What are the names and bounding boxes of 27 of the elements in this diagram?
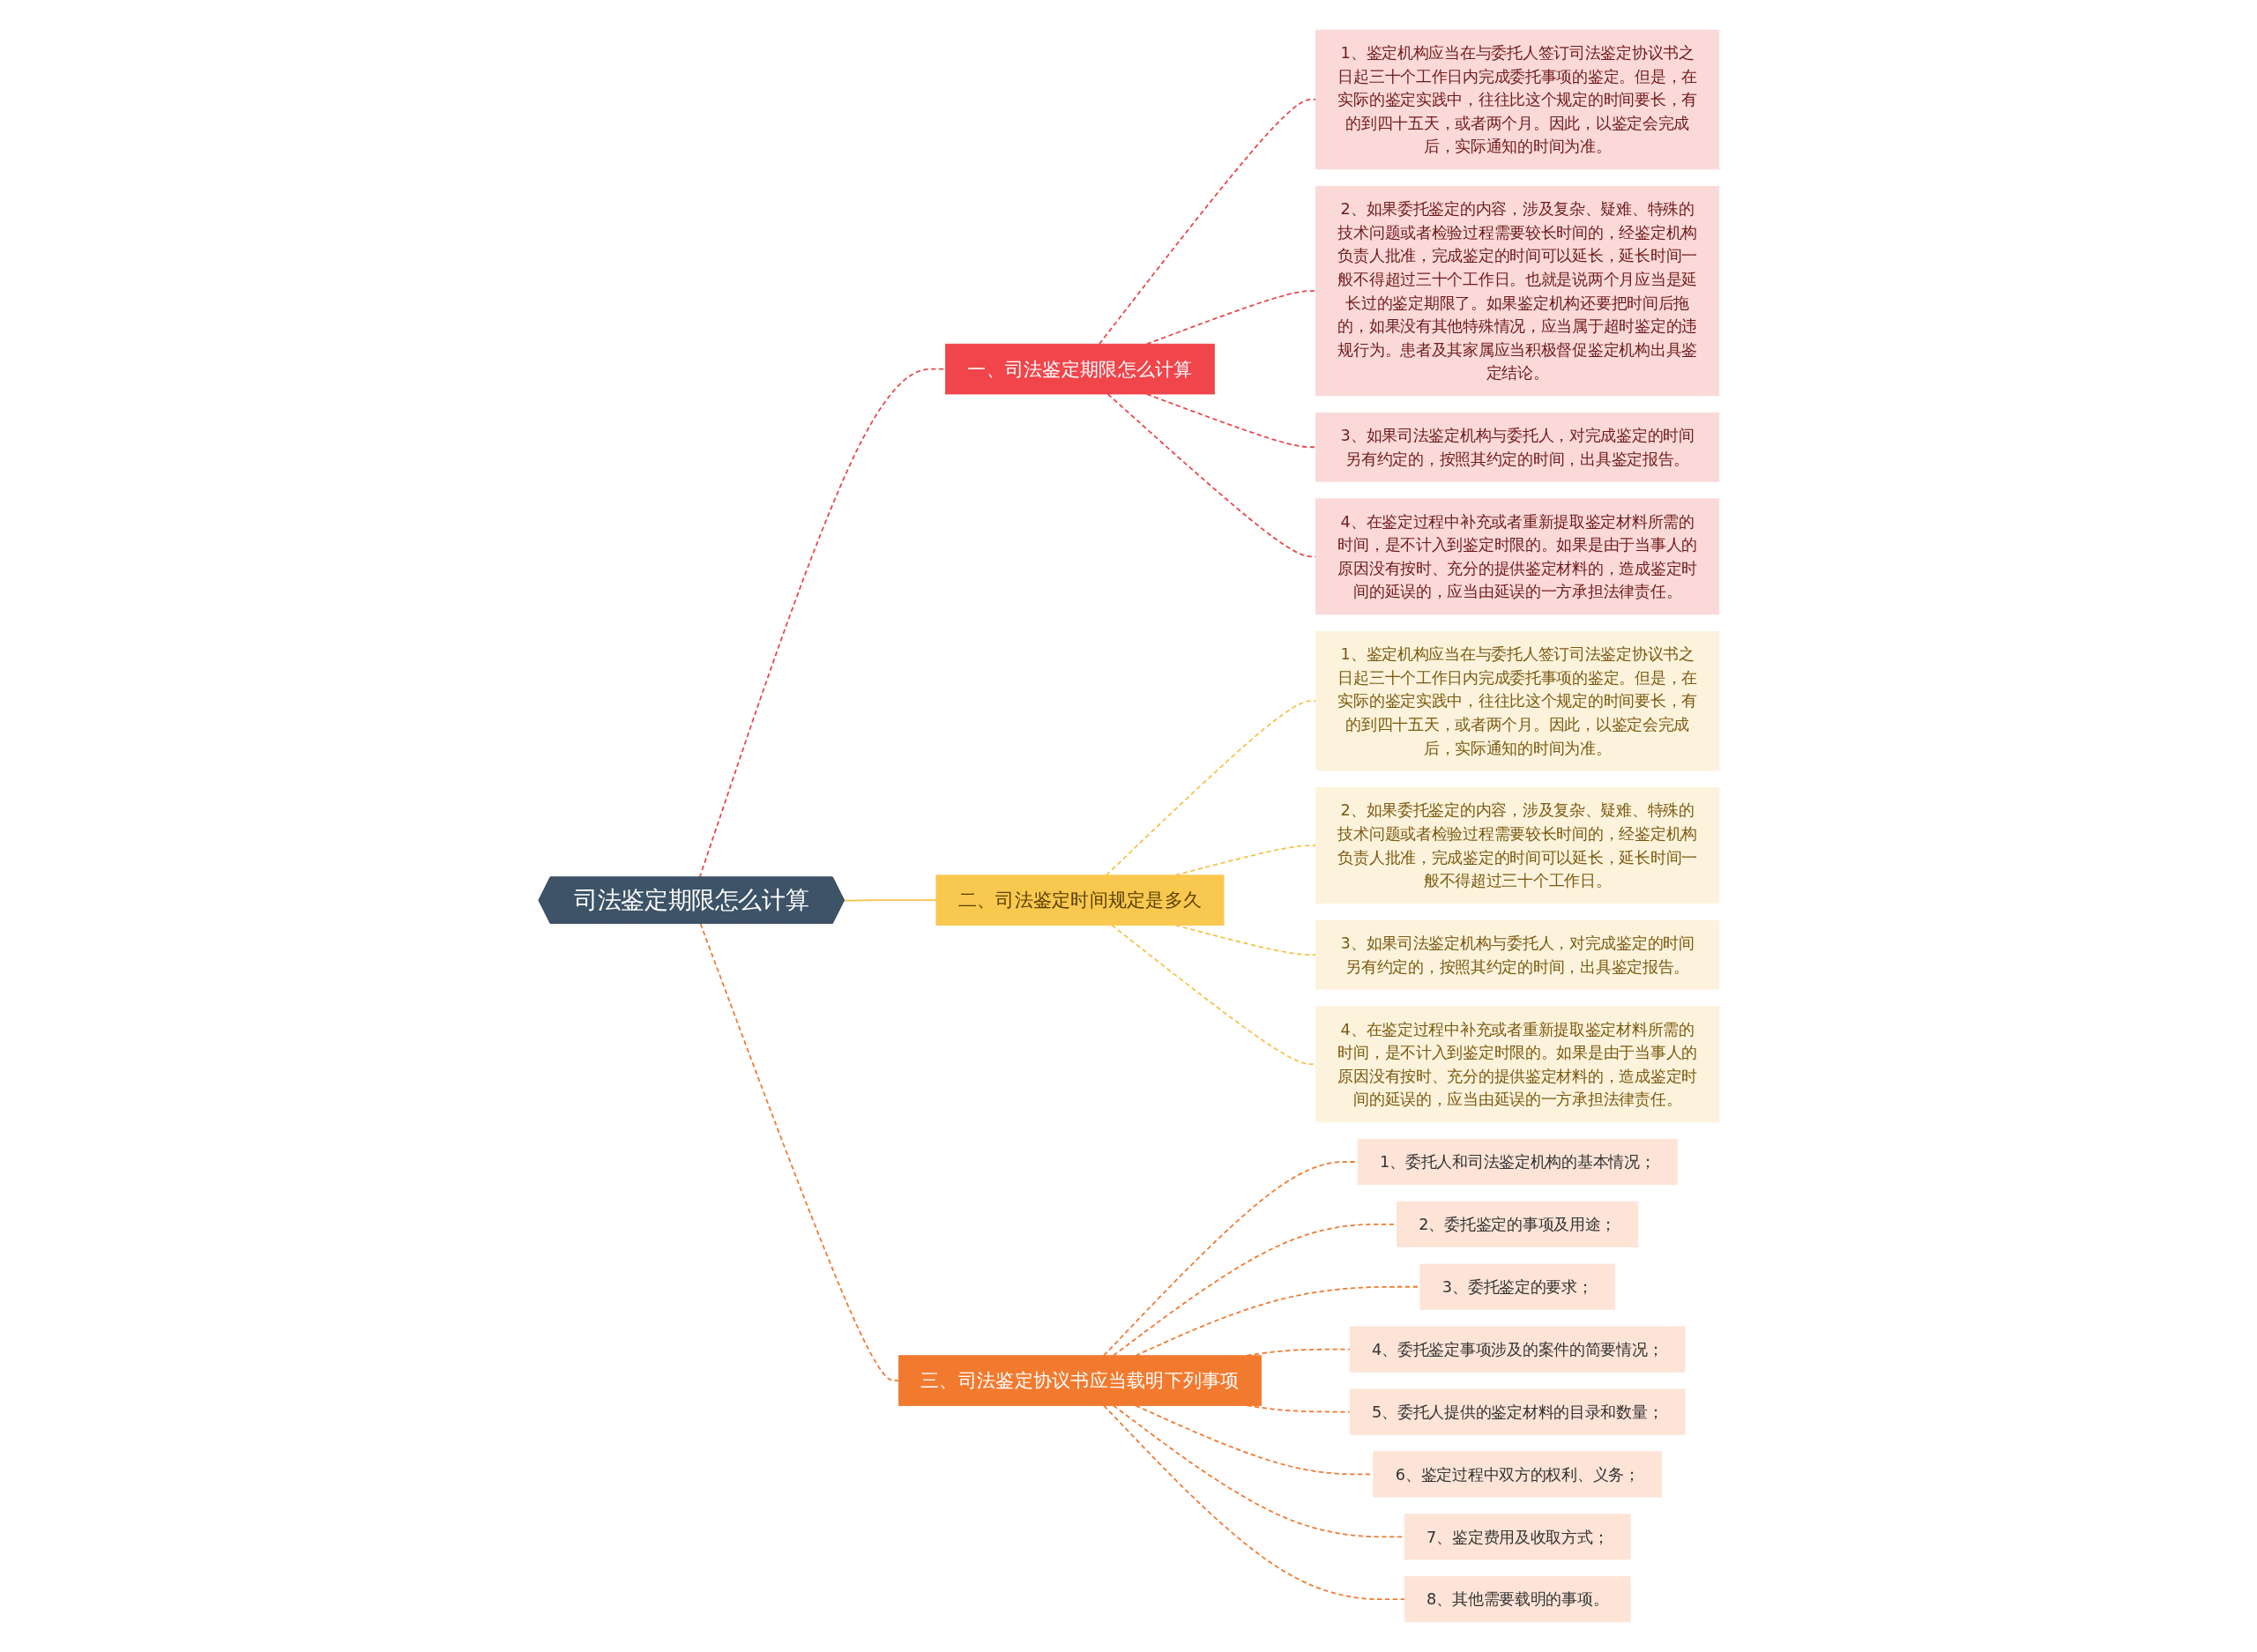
node-box: 1、鉴定机构应当在与委托人签订司法鉴定协议书之日起三十个工作日内完成委托事项的鉴定。但是，在实际的鉴定实践中，往往比这个规定的时间要长，有的到四十五天，或者两个月。因此，以鉴定会完成后，实际通知的时间为准。 [1315,29,1719,170]
node-box: 2、委托鉴定的事项及用途； [1396,1201,1638,1248]
connector [1145,290,1317,346]
connector [1105,700,1317,876]
node-box: 3、委托鉴定的要求； [1419,1263,1615,1310]
connector [1110,924,1317,1066]
node-box: 6、鉴定过程中双方的权利、义务； [1372,1451,1662,1498]
connector [1106,393,1317,558]
node-box: 2、如果委托鉴定的内容，涉及复杂、疑难、特殊的技术问题或者检验过程需要较长时间的，经鉴定机构负责人批准，完成鉴定的时间可以延长，延长时间一般不得超过三十个工作日。也就是说两个月应当是延长过的鉴定期限了。如果鉴定机构还要把时间后拖的，如果没有其他特殊情况，应当属于超时鉴定的违规行为。患者及其家属应当积极督促鉴定机构出具鉴定结论。 [1315,185,1719,397]
connector [1098,99,1317,346]
node-box: 4、在鉴定过程中补充或者重新提取鉴定材料所需的时间，是不计入到鉴定时限的。如果是由于当事人的原因没有按时、充分的提供鉴定材料的，造成鉴定时间的延误的，应当由延误的一方承担法律责任。 [1315,1006,1719,1123]
connector [699,922,899,1381]
node-box: 8、其他需要载明的事项。 [1404,1576,1631,1623]
node-box: 一、司法鉴定期限怎么计算 [944,343,1215,395]
node-box: 4、委托鉴定事项涉及的案件的简要情况； [1349,1326,1686,1373]
node-box: 7、鉴定费用及收取方式； [1404,1514,1631,1560]
node-box: 3、如果司法鉴定机构与委托人，对完成鉴定的时间另有约定的，按照其约定的时间，出具鉴定报告。 [1315,412,1719,482]
node-box: 1、鉴定机构应当在与委托人签订司法鉴定协议书之日起三十个工作日内完成委托事项的鉴定。但是，在实际的鉴定实践中，往往比这个规定的时间要长，有的到四十五天，或者两个月。因此，以鉴定会完成后，实际通知的时间为准。 [1315,630,1719,771]
node-box: 1、委托人和司法鉴定机构的基本情况； [1357,1138,1678,1186]
node-box: 3、如果司法鉴定机构与委托人，对完成鉴定的时间另有约定的，按照其约定的时间，出具鉴定报告。 [1315,919,1719,990]
connector [1102,1404,1405,1601]
node-box: 5、委托人提供的鉴定材料的目录和数量； [1349,1388,1686,1435]
node-box: 2、如果委托鉴定的内容，涉及复杂、疑难、特殊的技术问题或者检验过程需要较长时间的，经鉴定机构负责人批准，完成鉴定的时间可以延长，延长时间一般不得超过三十个工作日。 [1315,787,1719,904]
node-box: 4、在鉴定过程中补充或者重新提取鉴定材料所需的时间，是不计入到鉴定时限的。如果是由于当事人的原因没有按时、充分的提供鉴定材料的，造成鉴定时间的延误的，应当由延误的一方承担法律责任。 [1315,498,1719,615]
connector [843,899,937,902]
node-box: 三、司法鉴定协议书应当载明下列事项 [898,1355,1262,1406]
node-box: 二、司法鉴定时间规定是多久 [935,874,1225,926]
